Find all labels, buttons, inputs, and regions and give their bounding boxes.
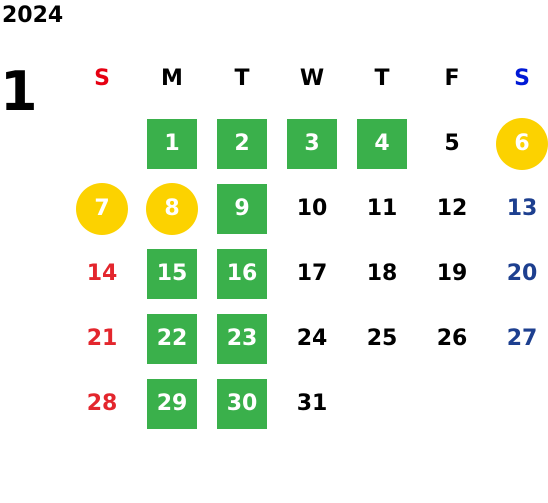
calendar-day-number: 30 [217,378,267,429]
calendar-day-cell[interactable]: 11 [347,176,417,241]
calendar-day-cell[interactable]: 13 [487,176,548,241]
calendar-day-cell[interactable]: 1 [137,111,207,176]
calendar-day-number: 18 [366,261,398,286]
calendar-day-number: 27 [506,326,538,351]
weekday-header: F [444,65,460,91]
calendar-day-cell[interactable]: 10 [277,176,347,241]
calendar-day-number: 29 [147,378,197,429]
calendar-day-number: 6 [496,117,548,170]
calendar-month: 1 [0,60,38,123]
calendar-day-cell[interactable]: 6 [487,111,548,176]
calendar-day-cell[interactable]: 14 [67,241,137,306]
calendar-day-cell[interactable]: 26 [417,306,487,371]
calendar-day-cell[interactable]: 8 [137,176,207,241]
weekday-header: W [299,65,325,91]
calendar-day-number: 2 [217,118,267,169]
calendar-day-cell[interactable]: 17 [277,241,347,306]
calendar-day-cell[interactable]: 31 [277,371,347,436]
calendar-day-number: 22 [147,313,197,364]
calendar-day-number: 5 [444,131,460,156]
calendar-day-number: 26 [436,326,468,351]
weekday-header: T [234,65,250,91]
calendar-day-cell[interactable]: 20 [487,241,548,306]
calendar-day-cell[interactable]: 4 [347,111,417,176]
weekday-header: S [94,65,110,91]
calendar-day-cell[interactable]: 22 [137,306,207,371]
calendar-day-cell[interactable]: 18 [347,241,417,306]
calendar-day-number: 20 [506,261,538,286]
calendar-day-number: 12 [436,196,468,221]
calendar-day-cell[interactable]: 16 [207,241,277,306]
weekday-header: M [161,65,183,91]
calendar-day-number: 23 [217,313,267,364]
calendar-day-number: 14 [86,261,118,286]
calendar-day-number: 17 [296,261,328,286]
empty-cell [67,111,137,176]
calendar-day-number: 3 [287,118,337,169]
calendar-day-cell[interactable]: 25 [347,306,417,371]
calendar-year: 2024 [2,3,64,28]
calendar-day-number: 11 [366,196,398,221]
calendar-day-number: 24 [296,326,328,351]
calendar-day-number: 25 [366,326,398,351]
calendar-day-cell[interactable]: 24 [277,306,347,371]
calendar-day-cell[interactable]: 3 [277,111,347,176]
calendar-day-cell[interactable]: 5 [417,111,487,176]
calendar-day-cell[interactable]: 12 [417,176,487,241]
calendar-day-number: 4 [357,118,407,169]
calendar-day-number: 7 [76,182,128,235]
weekday-header: T [374,65,390,91]
calendar-day-number: 21 [86,326,118,351]
calendar-day-number: 10 [296,196,328,221]
calendar-day-cell[interactable]: 28 [67,371,137,436]
calendar-day-number: 1 [147,118,197,169]
calendar-day-cell[interactable]: 30 [207,371,277,436]
calendar-day-cell[interactable]: 27 [487,306,548,371]
calendar-day-cell[interactable]: 23 [207,306,277,371]
calendar-day-number: 28 [86,391,118,416]
calendar-day-cell[interactable]: 15 [137,241,207,306]
calendar-day-cell[interactable]: 21 [67,306,137,371]
calendar-day-cell[interactable]: 19 [417,241,487,306]
calendar-day-cell[interactable]: 9 [207,176,277,241]
calendar-day-number: 16 [217,248,267,299]
calendar-day-number: 13 [506,196,538,221]
calendar-day-number: 8 [146,182,198,235]
calendar-day-number: 9 [217,183,267,234]
calendar-day-cell[interactable]: 29 [137,371,207,436]
calendar-day-cell[interactable]: 2 [207,111,277,176]
calendar-day-number: 31 [296,391,328,416]
weekday-header: S [514,65,530,91]
calendar-day-number: 15 [147,248,197,299]
calendar-day-number: 19 [436,261,468,286]
calendar-day-cell[interactable]: 7 [67,176,137,241]
